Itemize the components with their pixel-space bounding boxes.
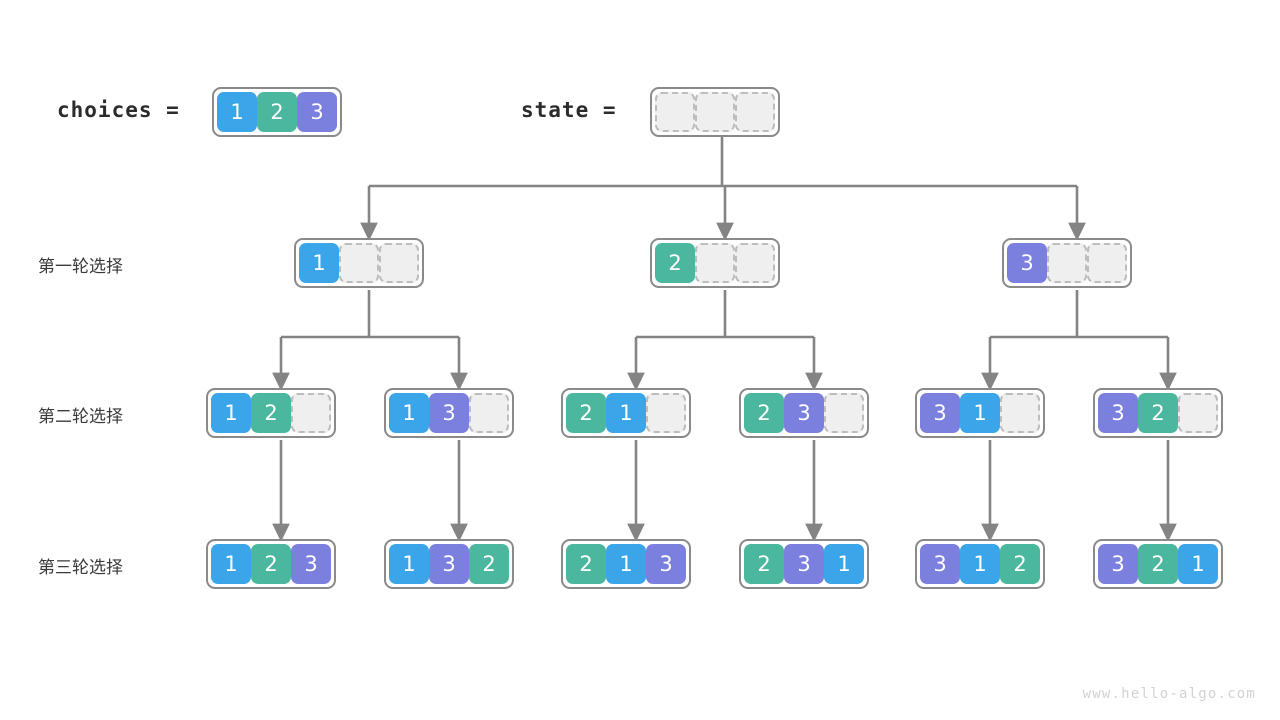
tree-node-L1-2-empty-cell: [735, 243, 775, 283]
choices-cell-3: 3: [297, 92, 337, 132]
tree-node-L3-4-cell-3: 3: [784, 544, 824, 584]
tree-node-L1-1: 1: [294, 238, 424, 288]
tree-node-L3-5-cell-1: 1: [960, 544, 1000, 584]
tree-node-L2-5-cell-1: 1: [960, 393, 1000, 433]
tree-node-L1-2-empty-cell: [695, 243, 735, 283]
tree-node-L3-6-cell-2: 2: [1138, 544, 1178, 584]
tree-node-L3-6-cell-3: 3: [1098, 544, 1138, 584]
tree-node-L3-4-cell-2: 2: [744, 544, 784, 584]
tree-node-L2-2-cell-1: 1: [389, 393, 429, 433]
tree-node-L2-1-cell-1: 1: [211, 393, 251, 433]
tree-node-L2-4-cell-3: 3: [784, 393, 824, 433]
state-empty-cell: [695, 92, 735, 132]
tree-node-L3-2-cell-2: 2: [469, 544, 509, 584]
tree-node-L3-2-cell-1: 1: [389, 544, 429, 584]
tree-node-L3-3-cell-1: 1: [606, 544, 646, 584]
tree-node-L1-1-cell-1: 1: [299, 243, 339, 283]
tree-node-L3-1-cell-3: 3: [291, 544, 331, 584]
state-label: state =: [521, 98, 617, 122]
tree-node-L2-1-cell-2: 2: [251, 393, 291, 433]
tree-node-L2-6-cell-2: 2: [1138, 393, 1178, 433]
tree-node-L2-3-empty-cell: [646, 393, 686, 433]
tree-node-L1-1-empty-cell: [339, 243, 379, 283]
choices-label: choices =: [57, 98, 180, 122]
tree-node-L1-2: 2: [650, 238, 780, 288]
row-label-round-1: 第一轮选择: [38, 257, 123, 277]
tree-node-L3-5-cell-2: 2: [1000, 544, 1040, 584]
tree-node-L2-6-empty-cell: [1178, 393, 1218, 433]
tree-node-L1-2-cell-2: 2: [655, 243, 695, 283]
tree-node-L2-4-cell-2: 2: [744, 393, 784, 433]
tree-node-L3-3-cell-3: 3: [646, 544, 686, 584]
tree-node-L1-3-empty-cell: [1047, 243, 1087, 283]
tree-node-L3-1-cell-1: 1: [211, 544, 251, 584]
tree-node-L3-4-cell-1: 1: [824, 544, 864, 584]
tree-node-L2-2-empty-cell: [469, 393, 509, 433]
tree-node-L2-3-cell-1: 1: [606, 393, 646, 433]
row-label-round-3: 第三轮选择: [38, 558, 123, 578]
tree-node-L2-5-cell-3: 3: [920, 393, 960, 433]
tree-node-L1-3: 3: [1002, 238, 1132, 288]
row-label-round-2: 第二轮选择: [38, 407, 123, 427]
state-empty-cell: [735, 92, 775, 132]
tree-node-L3-5-cell-3: 3: [920, 544, 960, 584]
state-empty-cell: [655, 92, 695, 132]
tree-node-L3-3-cell-2: 2: [566, 544, 606, 584]
tree-node-L2-5-empty-cell: [1000, 393, 1040, 433]
tree-node-L1-1-empty-cell: [379, 243, 419, 283]
choices-cell-2: 2: [257, 92, 297, 132]
state-array: [650, 87, 780, 137]
tree-node-L1-3-empty-cell: [1087, 243, 1127, 283]
choices-cell-1: 1: [217, 92, 257, 132]
tree-node-L2-6-cell-3: 3: [1098, 393, 1138, 433]
tree-node-L2-2-cell-3: 3: [429, 393, 469, 433]
tree-node-L1-3-cell-3: 3: [1007, 243, 1047, 283]
tree-node-L3-6-cell-1: 1: [1178, 544, 1218, 584]
tree-node-L2-3-cell-2: 2: [566, 393, 606, 433]
tree-node-L3-1-cell-2: 2: [251, 544, 291, 584]
watermark: www.hello-algo.com: [1082, 686, 1256, 702]
tree-node-L3-2-cell-3: 3: [429, 544, 469, 584]
tree-node-L2-1-empty-cell: [291, 393, 331, 433]
tree-node-L2-4-empty-cell: [824, 393, 864, 433]
